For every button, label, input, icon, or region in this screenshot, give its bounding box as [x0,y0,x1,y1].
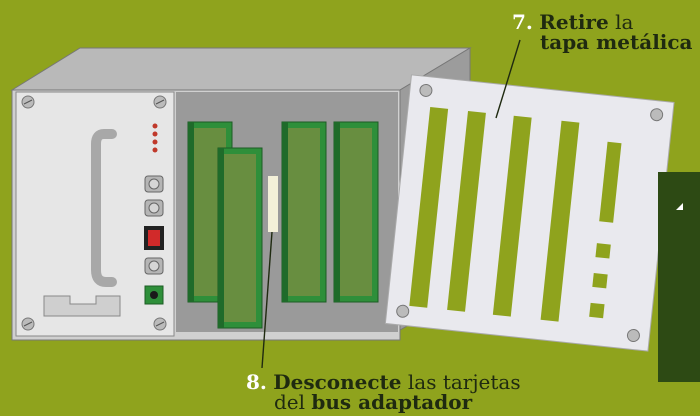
step-8-line2-prefix: del [274,390,306,414]
led-icon [152,147,158,153]
step-7-label: 7. Retire la tapa metálica [512,12,693,52]
pcb-card [217,147,263,329]
step-7-rest: la [615,10,634,34]
pcb-card [333,121,379,303]
knob-icon [144,199,164,217]
screw-icon [21,95,35,109]
leader-line-8 [261,231,273,369]
connector-icon [144,285,164,305]
step-8-verb: Desconecte [273,370,402,394]
step-7-verb: Retire [539,10,609,34]
led-icon [152,123,158,129]
step-8-line2-bold: bus adaptador [311,390,473,414]
bus-connector [268,176,278,232]
corner-triangle-icon[interactable] [676,203,683,210]
pcb-card [281,121,327,303]
screw-icon [21,317,35,331]
chassis-top [10,47,472,91]
step-7-line2: tapa metálica [540,30,693,54]
bracket-icon [43,295,121,317]
step-8-number: 8. [246,370,267,394]
led-icon [152,139,158,145]
knob-icon [144,175,164,193]
knob-icon [144,257,164,275]
led-icon [152,131,158,137]
handle-icon [91,129,117,287]
step-8-line2: del bus adaptador [246,392,521,412]
step-7-number: 7. [512,10,533,34]
power-switch-icon [144,226,164,250]
screw-icon [153,317,167,331]
step-8-rest: las tarjetas [407,370,521,394]
leader-line-7 [495,39,521,119]
screw-icon [153,95,167,109]
metal-cover [384,74,675,352]
step-8-label: 8. Desconecte las tarjetas del bus adapt… [246,372,521,412]
